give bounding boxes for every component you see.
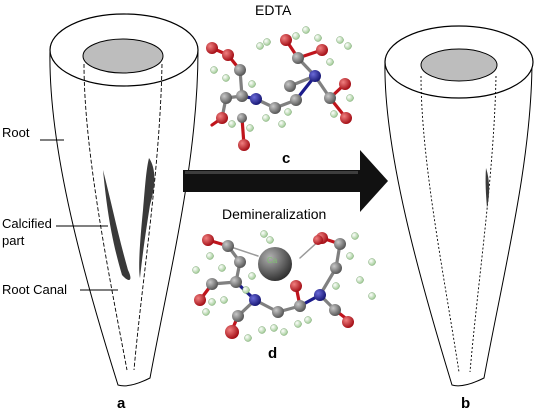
panel-label-d: d (268, 345, 278, 362)
tooth-b-outline (384, 59, 533, 387)
tooth-a-outline (49, 49, 199, 387)
tooth-a-root-canal (83, 63, 163, 371)
tooth-b-calcified-remnant (485, 168, 490, 208)
root-label: Root (2, 125, 30, 140)
molecule-edta (206, 26, 354, 151)
tooth-a-calcified-right (139, 158, 155, 278)
tooth-a-calcified-left (103, 170, 131, 281)
tooth-a (40, 13, 199, 387)
calcium-label: Ca (267, 256, 278, 265)
tooth-b-root-canal (420, 75, 497, 373)
tooth-b-canal-opening (420, 48, 498, 82)
edta-label: EDTA (255, 2, 292, 18)
panel-label-b: b (461, 395, 471, 412)
tooth-b (384, 25, 534, 387)
root-canal-label: Root Canal (2, 282, 68, 297)
tooth-a-canal-opening (82, 38, 164, 74)
arrow-highlight (185, 171, 358, 174)
panel-label-a: a (117, 395, 126, 412)
calcified-part-label: Calcified part (2, 216, 52, 248)
process-arrow (183, 150, 388, 212)
molecule-ca-edta (192, 230, 376, 342)
panel-label-c: c (282, 150, 291, 167)
calcium-ion (258, 247, 292, 281)
demineralization-label: Demineralization (222, 206, 327, 222)
